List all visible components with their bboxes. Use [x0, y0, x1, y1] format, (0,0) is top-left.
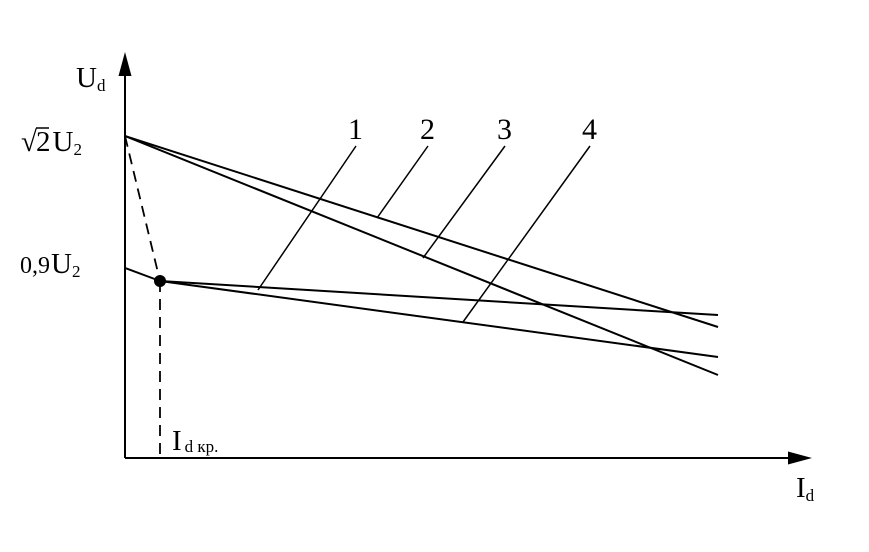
line-09-to-critical-point [124, 267, 161, 282]
leader-line-2 [376, 145, 429, 219]
x-axis-label: Id [796, 472, 815, 505]
curve-label-3: 3 [497, 113, 512, 146]
dashed-lines [124, 135, 161, 458]
radicand: 2 [36, 126, 51, 158]
label-sqrt2-u2: √ 2U2 [21, 126, 82, 159]
line-critical-to-right-steep [159, 280, 719, 358]
leader-line-3 [422, 145, 506, 259]
curve-label-4: 4 [582, 113, 597, 146]
u-subscript-upper: 2 [73, 140, 82, 159]
leader-lines [257, 145, 591, 323]
y-axis-label: Ud [76, 62, 106, 95]
x-axis-arrow [788, 451, 812, 465]
characteristic-lines [124, 135, 719, 376]
line-critical-to-right-flat [159, 280, 719, 316]
curve-label-1: 1 [348, 113, 363, 146]
critical-point-dot [154, 275, 166, 287]
line-sqrt2-to-right-lower [124, 135, 719, 376]
curve-label-2: 2 [420, 113, 435, 146]
u-symbol-upper: U [53, 126, 74, 158]
axes [118, 52, 812, 465]
curve-labels: 1 2 3 4 [348, 113, 597, 146]
radical-sign: √ [21, 126, 37, 158]
leader-line-1 [257, 145, 357, 291]
y-axis-arrow [118, 52, 132, 76]
line-sqrt2-to-right-upper [124, 135, 719, 328]
leader-line-4 [462, 145, 591, 323]
svg-text:2U2: 2U2 [36, 126, 82, 159]
label-09-u2: 0,9U2 [20, 248, 80, 281]
dashed-line-sqrt2-to-critical [124, 135, 161, 282]
